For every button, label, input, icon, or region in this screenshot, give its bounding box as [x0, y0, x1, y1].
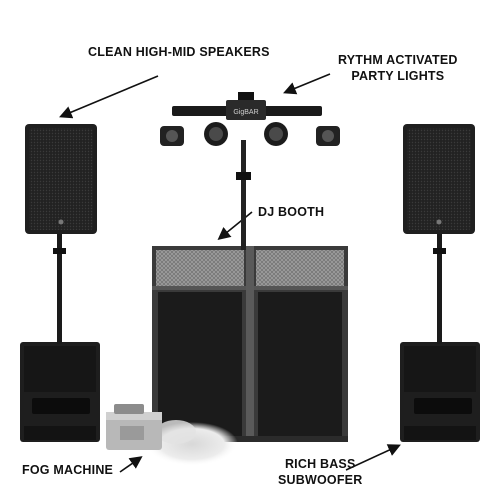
left-speaker-pole — [57, 232, 62, 344]
fog-machine-label: FOG MACHINE — [22, 463, 114, 477]
party-light-bar: GigBAR — [160, 92, 340, 146]
party-lights-label-line1: RYTHM ACTIVATED — [338, 53, 458, 67]
speakers-arrow — [59, 75, 159, 119]
party-lights-label: RYTHM ACTIVATED PARTY LIGHTS — [338, 52, 458, 84]
fog-arrow — [119, 456, 143, 473]
par-light-right — [264, 122, 288, 146]
subwoofer-label-line2: SUBWOOFER — [278, 473, 363, 487]
subwoofer-arrow — [345, 444, 401, 471]
dj-booth — [152, 246, 348, 442]
dj-booth-label: DJ BOOTH — [258, 205, 325, 219]
light-bar-brand: GigBAR — [233, 109, 258, 116]
derby-light-left — [160, 126, 184, 146]
fog-machine — [106, 404, 238, 466]
speakers-label: CLEAN HIGH-MID SPEAKERS — [88, 45, 270, 59]
derby-light-right — [316, 126, 340, 146]
subwoofer-label-line1: RICH BASS — [284, 457, 356, 471]
party-lights-label-line2: PARTY LIGHTS — [351, 69, 445, 83]
right-speaker-pole — [437, 232, 442, 344]
light-stand — [236, 140, 251, 250]
par-light-left — [204, 122, 228, 146]
subwoofer-label: RICH BASS SUBWOOFER — [278, 456, 362, 488]
right-speaker-stack — [400, 124, 480, 442]
lights-arrow — [283, 73, 331, 95]
booth-arrow — [217, 211, 253, 241]
left-speaker-stack — [20, 124, 100, 442]
